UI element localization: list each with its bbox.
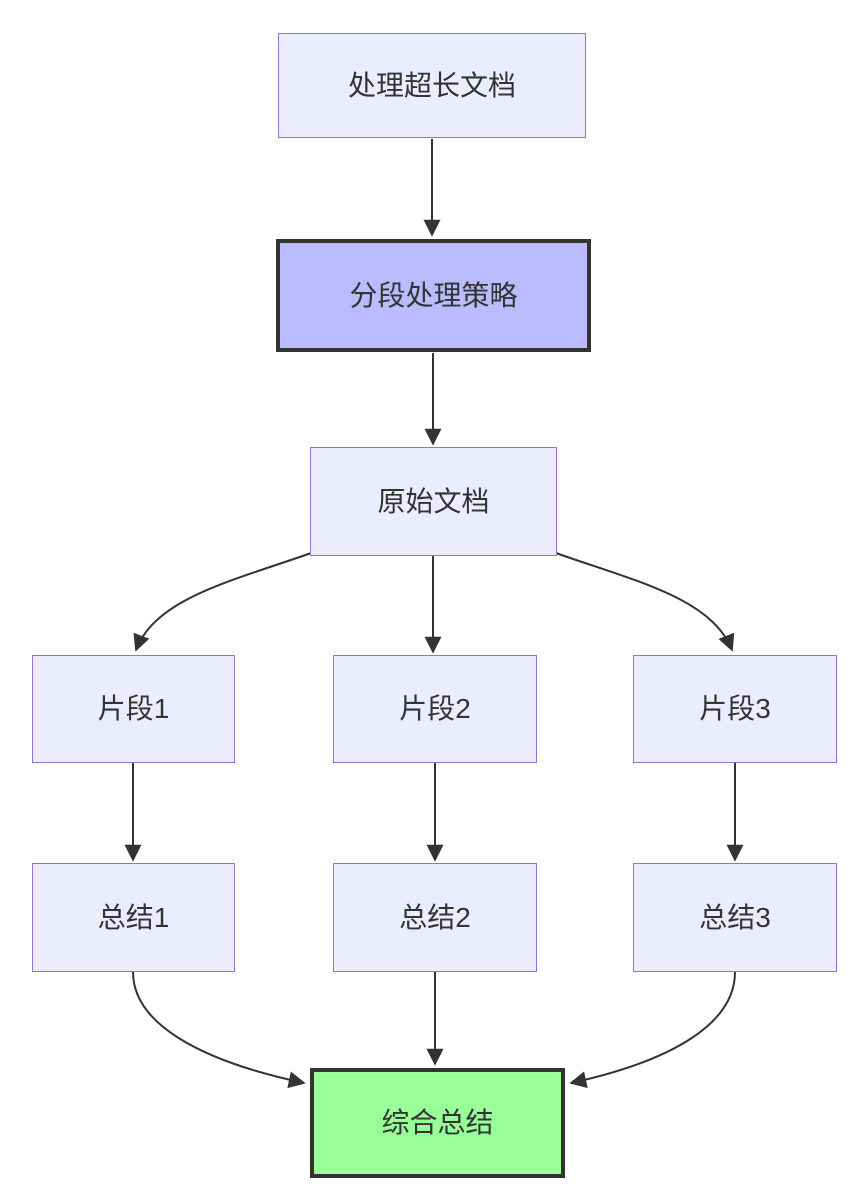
node-chunk-3: 片段3 xyxy=(633,655,837,763)
node-summary-1-label: 总结1 xyxy=(97,901,170,933)
node-strategy-label: 分段处理策略 xyxy=(349,279,518,311)
node-original-document: 原始文档 xyxy=(310,447,557,556)
node-chunk-2: 片段2 xyxy=(333,655,537,763)
node-summary-3: 总结3 xyxy=(633,863,837,972)
node-final-summary-label: 综合总结 xyxy=(381,1107,494,1138)
node-start-label: 处理超长文档 xyxy=(347,69,516,101)
node-final-summary: 综合总结 xyxy=(310,1068,565,1178)
node-strategy: 分段处理策略 xyxy=(276,239,591,352)
edge-doc-to-chunk1 xyxy=(133,551,315,652)
node-summary-2-label: 总结2 xyxy=(399,901,471,933)
node-summary-1: 总结1 xyxy=(32,863,235,972)
edge-doc-to-chunk3 xyxy=(552,551,735,652)
node-chunk-1-label: 片段1 xyxy=(97,693,170,724)
edge-summary3-to-final xyxy=(569,971,736,1089)
node-chunk-1: 片段1 xyxy=(32,655,235,763)
node-start: 处理超长文档 xyxy=(278,33,586,138)
node-summary-2: 总结2 xyxy=(333,863,537,972)
node-chunk-2-label: 片段2 xyxy=(399,693,471,724)
node-original-document-label: 原始文档 xyxy=(377,485,490,517)
edge-summary1-to-final xyxy=(132,971,306,1089)
node-summary-3-label: 总结3 xyxy=(699,901,771,933)
node-chunk-3-label: 片段3 xyxy=(699,693,771,724)
